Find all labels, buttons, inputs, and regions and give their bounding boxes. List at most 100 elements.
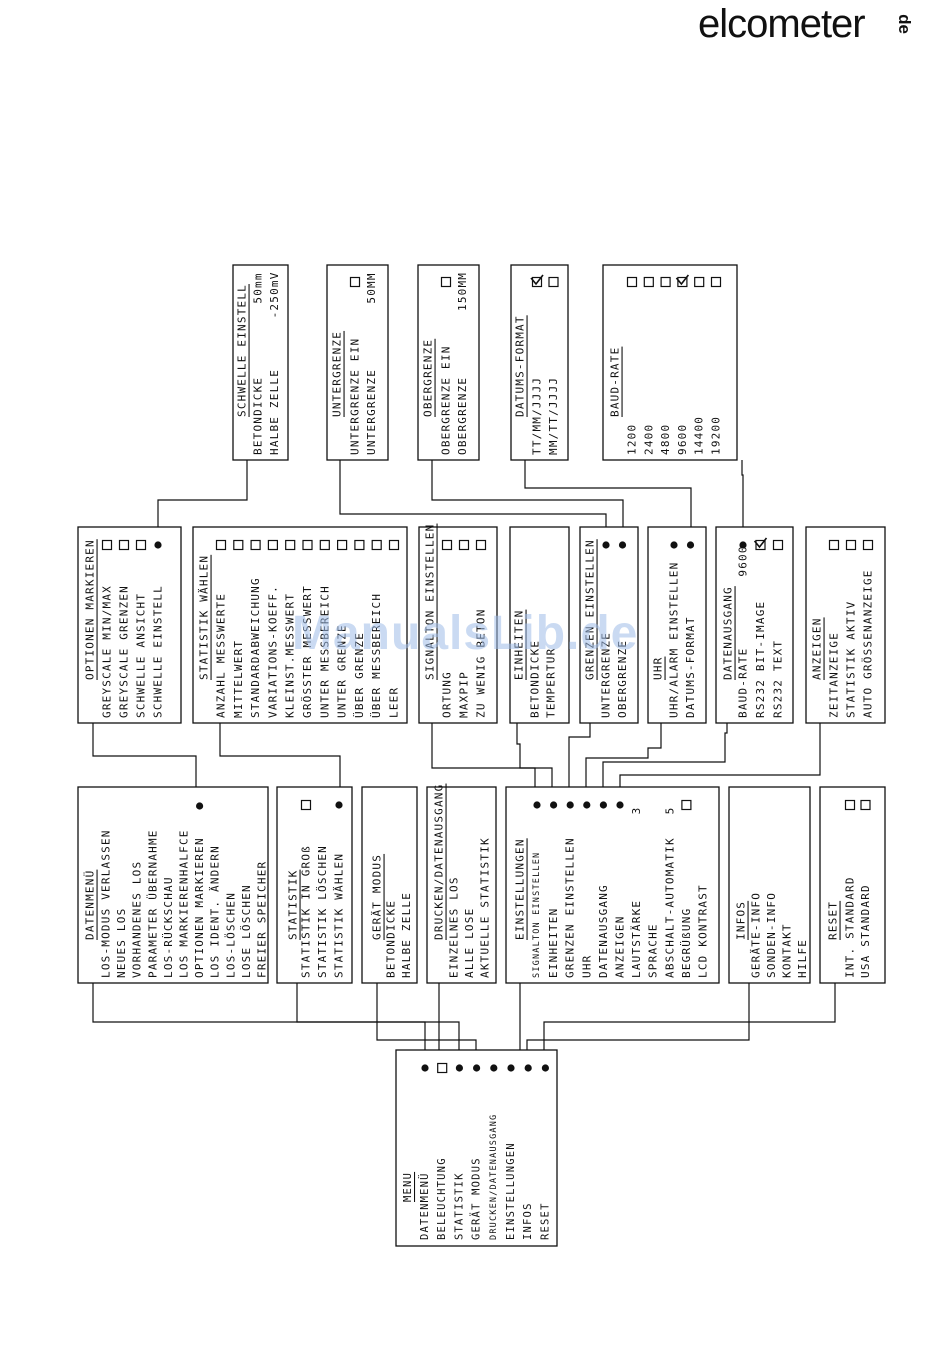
drucken-item: AKTUELLE STATISTIK bbox=[479, 837, 492, 978]
grenzen-panel bbox=[579, 526, 639, 724]
menu-item: DRUCKEN/DATENAUSGANG bbox=[489, 1114, 499, 1240]
drucken-item: EINZELNES LOS bbox=[448, 876, 461, 978]
infos-panel bbox=[728, 786, 811, 984]
untergrenze-panel bbox=[326, 264, 389, 461]
stat_waehlen-item-7-checkbox-icon[interactable] bbox=[337, 539, 348, 551]
stat_waehlen-item-5-checkbox-icon[interactable] bbox=[302, 539, 313, 551]
stat_waehlen-item: UNTER MESSBEREICH bbox=[318, 585, 331, 718]
anzeigen-title: ANZEIGEN bbox=[811, 617, 824, 680]
einheiten-item: TEMPERTUR bbox=[545, 648, 558, 718]
baudrate-item: 19200 bbox=[710, 416, 723, 455]
datenmenu-panel bbox=[77, 786, 269, 984]
reset-item-0-checkbox-icon[interactable] bbox=[844, 799, 856, 811]
connector-line bbox=[543, 983, 836, 1068]
optionen-item-2-checkbox-icon[interactable] bbox=[135, 539, 147, 551]
uhr-panel bbox=[647, 526, 707, 724]
stat_waehlen-item-6-checkbox-icon[interactable] bbox=[319, 539, 330, 551]
reset-title: RESET bbox=[827, 901, 840, 940]
stat_waehlen-item: STANDARDABWEICHUNG bbox=[249, 577, 262, 718]
baudrate-item-4-checkbox-icon[interactable] bbox=[694, 276, 705, 288]
baudrate-item-5-checkbox-icon[interactable] bbox=[710, 276, 722, 288]
signalton-item: ZU WENIG BETON bbox=[475, 608, 488, 718]
anzeigen-panel bbox=[805, 526, 886, 724]
einstellungen-item-1-dot-icon bbox=[550, 801, 558, 809]
einstellungen-item: BEGRÜßUNG bbox=[680, 908, 693, 978]
untergrenze-item: UNTERGRENZE EIN bbox=[349, 338, 362, 455]
obergrenze-item-0-checkbox-icon[interactable] bbox=[440, 276, 452, 288]
stat_waehlen-item-9-checkbox-icon[interactable] bbox=[371, 539, 382, 551]
connector-line bbox=[219, 723, 341, 805]
stat_waehlen-item-10-checkbox-icon[interactable] bbox=[388, 539, 400, 551]
schwelle-item: BETONDICKE bbox=[252, 377, 265, 455]
menu-item-1-checkbox-icon[interactable] bbox=[437, 1062, 448, 1074]
untergrenze-title: UNTERGRENZE bbox=[331, 331, 344, 417]
einheiten-item: BETONDICKE bbox=[529, 640, 542, 718]
einstellungen-item-5-dot-icon bbox=[616, 801, 624, 809]
einstellungen-item: LAUTSTÄRKE bbox=[630, 900, 643, 978]
statistik-item-0-checkbox-icon[interactable] bbox=[300, 799, 312, 811]
baudrate-item-0-checkbox-icon[interactable] bbox=[626, 276, 638, 288]
optionen-item: GREYSCALE MIN/MAX bbox=[101, 585, 114, 718]
connector-line bbox=[585, 723, 662, 805]
connector-line bbox=[431, 460, 624, 545]
stat_waehlen-panel bbox=[192, 526, 408, 724]
infos-title: INFOS bbox=[735, 901, 748, 940]
optionen-item: SCHWELLE ANSICHT bbox=[135, 593, 148, 718]
statistik-panel bbox=[276, 786, 353, 984]
einstellungen-value-9-checkbox-icon[interactable] bbox=[681, 799, 692, 811]
einstellungen-item: DATENAUSGANG bbox=[597, 884, 610, 978]
optionen-panel bbox=[77, 526, 182, 724]
stat_waehlen-item: ANZAHL MESSWERTE bbox=[215, 593, 228, 718]
statistik-item: STATISTIK IN GROß bbox=[300, 845, 313, 978]
datumsformat-item-1-checkbox-icon[interactable] bbox=[548, 276, 559, 288]
einstellungen-item: ABSCHALT-AUTOMATIK bbox=[663, 837, 676, 978]
baudrate-item-1-checkbox-icon[interactable] bbox=[643, 276, 654, 288]
menu-panel bbox=[395, 1049, 558, 1247]
einstellungen-item-4-dot-icon bbox=[599, 801, 608, 809]
optionen-item-1-checkbox-icon[interactable] bbox=[118, 539, 130, 551]
stat_waehlen-item-8-checkbox-icon[interactable] bbox=[354, 539, 365, 551]
signalton-item-2-checkbox-icon[interactable] bbox=[475, 539, 487, 551]
anzeigen-item-0-checkbox-icon[interactable] bbox=[828, 539, 840, 551]
stat_waehlen-item-0-checkbox-icon[interactable] bbox=[215, 539, 227, 551]
optionen-item: SCHWELLE EINSTELL bbox=[152, 585, 165, 718]
datenmenu-item: LOS IDENT. ÄNDERN bbox=[209, 845, 222, 978]
anzeigen-item-2-checkbox-icon[interactable] bbox=[862, 539, 874, 551]
stat_waehlen-item-2-checkbox-icon[interactable] bbox=[250, 539, 261, 551]
schwelle-value: 50mm bbox=[252, 272, 265, 303]
baudrate-panel bbox=[602, 264, 738, 461]
stat_waehlen-item-4-checkbox-icon[interactable] bbox=[285, 539, 296, 551]
schwelle-panel bbox=[232, 264, 289, 461]
anzeigen-item-1-checkbox-icon[interactable] bbox=[845, 539, 857, 551]
signalton-item-0-checkbox-icon[interactable] bbox=[441, 539, 453, 551]
datenmenu-item: LOSE LÖSCHEN bbox=[240, 884, 253, 978]
optionen-title: OPTIONEN MARKIEREN bbox=[84, 539, 97, 680]
reset-item-1-checkbox-icon[interactable] bbox=[860, 799, 871, 811]
datenausgang-panel bbox=[715, 526, 794, 724]
statistik-item: STATISTIK WÄHLEN bbox=[333, 853, 346, 978]
elcometer-logo: elcometer de bbox=[698, 2, 918, 48]
datenmenu-item-6-dot-icon bbox=[196, 802, 204, 810]
stat_waehlen-item-3-checkbox-icon[interactable] bbox=[267, 539, 278, 551]
baudrate-item-2-checkbox-icon[interactable] bbox=[660, 276, 671, 288]
infos-item: HILFE bbox=[796, 939, 809, 978]
stat_waehlen-item-1-checkbox-icon[interactable] bbox=[233, 539, 244, 551]
uhr-item: DATUMS-FORMAT bbox=[684, 616, 697, 718]
datenausgang-item-2-checkbox-icon[interactable] bbox=[772, 539, 784, 551]
datenmenu-item: PARAMETER ÜBERNAHME bbox=[146, 829, 159, 978]
grenzen-item-1-dot-icon bbox=[618, 541, 627, 549]
einstellungen-item: SIGNALTON EINSTELLEN bbox=[532, 852, 542, 978]
untergrenze-item-0-checkbox-icon[interactable] bbox=[349, 276, 361, 288]
einstellungen-value: 5 bbox=[663, 807, 676, 815]
menu-item-0-dot-icon bbox=[421, 1064, 429, 1072]
einstellungen-title: EINSTELLUNGEN bbox=[514, 838, 527, 940]
datumsformat-item-0-check-mark-icon bbox=[530, 274, 544, 286]
einstellungen-item: EINHEITEN bbox=[547, 908, 560, 978]
menu-item-3-dot-icon bbox=[473, 1064, 481, 1072]
signalton-item-1-checkbox-icon[interactable] bbox=[458, 539, 470, 551]
stat_waehlen-item: MITTELWERT bbox=[232, 640, 245, 718]
datenmenu-item: LOS-MODUS VERLASSEN bbox=[100, 829, 113, 978]
schwelle-value: -250mV bbox=[268, 271, 281, 318]
grenzen-item: UNTERGRENZE bbox=[600, 632, 613, 718]
optionen-item-0-checkbox-icon[interactable] bbox=[101, 539, 113, 551]
